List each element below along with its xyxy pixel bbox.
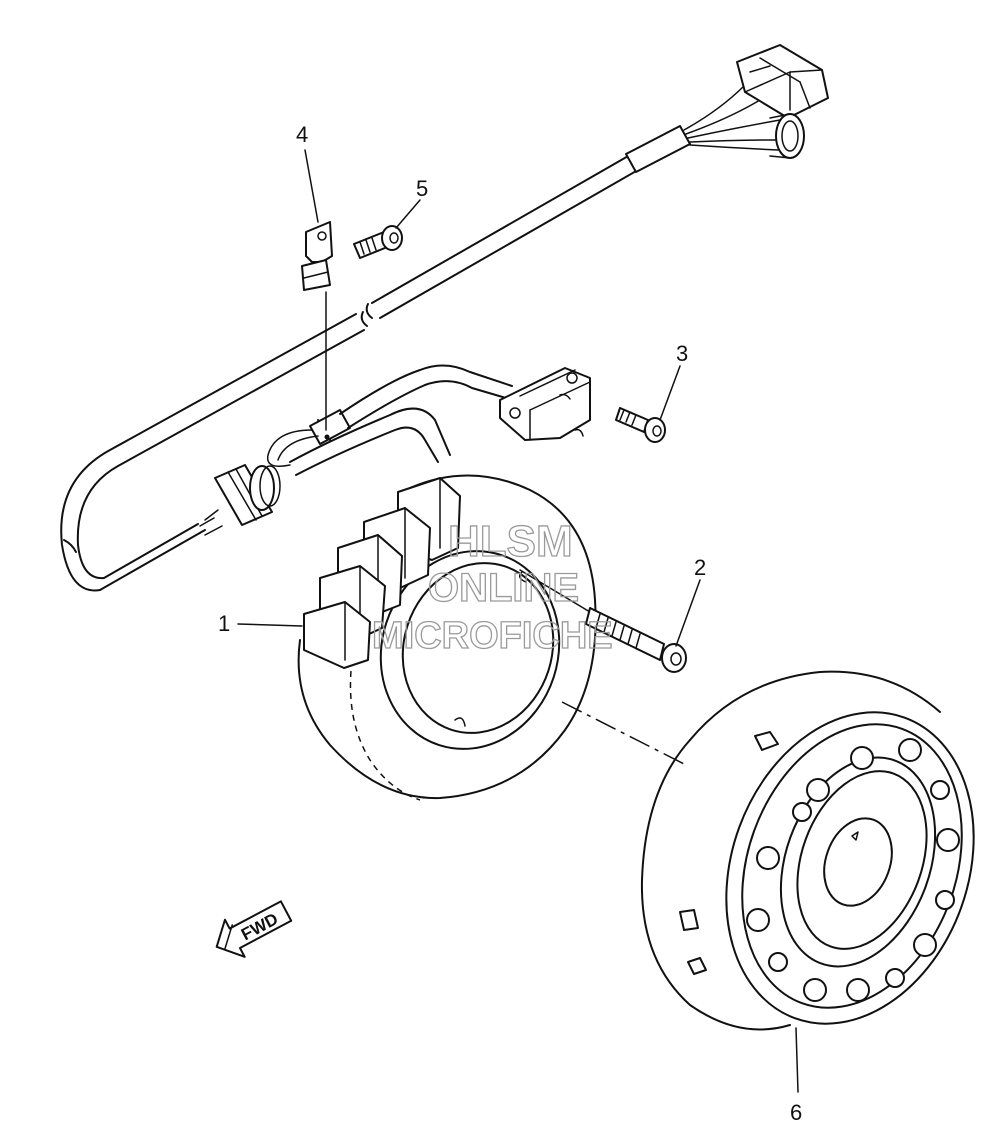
callout-6: 6 [790,1100,802,1125]
bolt-2 [519,569,687,673]
stator-1 [297,474,597,801]
leader-3 [659,365,681,421]
watermark: HLSM ONLINE MICROFICHE [371,516,613,657]
connector-small [769,113,805,159]
screw-5 [353,225,403,259]
centerline-dot [324,434,330,440]
screw-3 [615,407,666,443]
callout-3: 3 [676,341,688,366]
rotor-pockets [746,738,960,1002]
assembly-line [561,701,689,767]
fwd-arrow: FWD [215,900,293,958]
wire-grommet [199,464,281,536]
callout-2: 2 [694,555,706,580]
callout-5: 5 [416,176,428,201]
leader-5 [395,199,421,229]
clamp-4 [301,221,333,291]
watermark-line-1: HLSM [448,517,573,566]
leader-6 [795,1027,799,1093]
wire-harness [60,44,829,592]
leader-1 [237,623,303,627]
leader-2 [675,579,701,647]
pickup-coil [499,367,591,441]
watermark-line-3: MICROFICHE [372,615,613,657]
leader-4 [304,149,319,223]
callout-1: 1 [218,611,230,636]
rotor-6 [640,670,975,1031]
stator-harness [199,364,513,536]
callout-4: 4 [296,122,308,147]
callouts: 1 2 3 4 5 6 [218,122,802,1125]
connector-large [736,44,829,119]
watermark-line-2: ONLINE [428,566,579,610]
